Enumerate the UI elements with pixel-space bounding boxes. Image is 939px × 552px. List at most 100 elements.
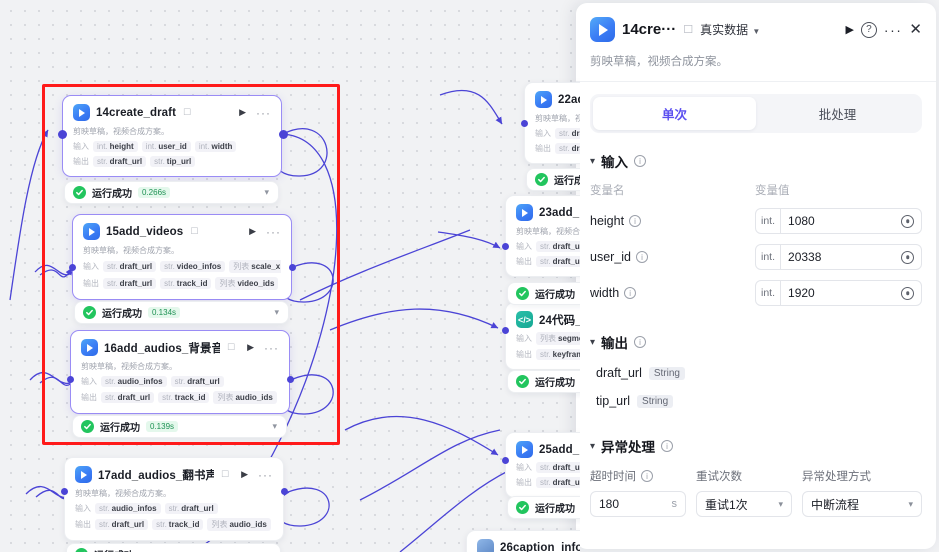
output-type: String: [637, 394, 674, 408]
node-status-14[interactable]: 运行成功 0.266s ▾: [64, 181, 279, 204]
info-icon[interactable]: i: [634, 336, 647, 348]
node-output-port[interactable]: [287, 376, 294, 383]
inputs-label: 输入: [75, 504, 91, 513]
node-23add_images[interactable]: 23add_im 剪映草稿，视频合成方 输入 str.draft_url 输出 …: [505, 195, 580, 277]
node-17add_audios-page-turn[interactable]: 17add_audios_翻书声 ☐ ▶ ··· 剪映草稿，视频合成方案。 输入…: [64, 457, 284, 541]
chevron-down-icon[interactable]: ▾: [590, 440, 596, 452]
node-status-16[interactable]: 运行成功 0.139s ▾: [72, 415, 287, 438]
timeout-value[interactable]: 180: [599, 497, 620, 511]
node-output-port[interactable]: [289, 264, 296, 271]
type-tag: int.: [756, 281, 782, 305]
workflow-canvas[interactable]: 14create_draft ☐ ▶ ··· 剪映草稿，视频合成方案。 输入 i…: [0, 0, 580, 552]
input-section-header[interactable]: ▾ 输入 i: [590, 151, 922, 171]
timeout-field-group: 超时时间 i 180 s: [590, 468, 686, 517]
node-input-port[interactable]: [502, 327, 509, 334]
node-outputs-row: 输出 str.dra: [535, 143, 580, 154]
node-input-port[interactable]: [69, 264, 76, 271]
run-icon[interactable]: ▶: [845, 24, 854, 36]
node-play-icon: [73, 104, 90, 121]
node-play-icon: [81, 339, 98, 356]
node-title: 14create_draft: [96, 106, 177, 119]
node-26caption_infos[interactable]: 26caption_infos: [466, 530, 580, 552]
node-input-port[interactable]: [502, 457, 509, 464]
chip-input: str.audio_infos: [101, 376, 167, 387]
chevron-down-icon[interactable]: ▾: [590, 336, 596, 348]
info-icon[interactable]: i: [634, 155, 647, 167]
node-description: 剪映草稿，视频合成方案。: [75, 489, 171, 498]
variable-value-field[interactable]: int. 1080: [755, 208, 922, 234]
tab-batch-run[interactable]: 批处理: [818, 108, 857, 122]
node-run-icon[interactable]: ▶: [247, 342, 254, 352]
handler-field-group: 异常处理方式 中断流程 ▾: [802, 468, 922, 517]
node-status-22[interactable]: 运行成: [526, 168, 580, 191]
inputs-label: 输入: [516, 334, 532, 343]
handler-select[interactable]: 中断流程 ▾: [802, 491, 922, 517]
node-more-icon[interactable]: ···: [266, 224, 281, 239]
node-input-port[interactable]: [502, 243, 509, 250]
variable-value-field[interactable]: int. 20338: [755, 244, 922, 270]
timeout-input[interactable]: 180 s: [590, 491, 686, 517]
value-input[interactable]: 1920: [788, 286, 815, 300]
node-more-icon[interactable]: ···: [256, 105, 271, 120]
node-22add[interactable]: 22ad 剪映草稿，视 输入 str.dra 输出 str.dra: [524, 82, 580, 164]
help-icon[interactable]: ?: [860, 21, 877, 38]
exception-section-header[interactable]: ▾ 异常处理 i: [590, 436, 922, 456]
output-section-header[interactable]: ▾ 输出 i: [590, 332, 922, 352]
info-icon[interactable]: i: [661, 440, 674, 452]
node-input-port[interactable]: [61, 488, 68, 495]
retry-select[interactable]: 重试1次 ▾: [696, 491, 792, 517]
variable-value-field[interactable]: int. 1920: [755, 280, 922, 306]
info-icon[interactable]: i: [641, 470, 653, 482]
node-input-port[interactable]: [521, 120, 528, 127]
success-icon: [516, 287, 529, 300]
variable-picker-icon[interactable]: [901, 250, 914, 264]
node-status-24[interactable]: 运行成功 0: [507, 370, 580, 393]
node-inputs-row: 输入 str.dra: [535, 128, 580, 139]
tab-single-run[interactable]: 单次: [593, 97, 756, 130]
exception-section-title: 异常处理: [601, 440, 656, 455]
more-icon[interactable]: ···: [883, 21, 903, 38]
outputs-label: 输出: [516, 478, 532, 487]
node-run-icon[interactable]: ▶: [241, 469, 248, 479]
chip-output: str.draft_url: [101, 392, 155, 403]
node-24code[interactable]: </> 24代码_关 输入 列表segment_i 输出 str.keyfram…: [505, 302, 580, 370]
node-output-port[interactable]: [279, 130, 288, 139]
value-input[interactable]: 20338: [788, 250, 822, 264]
node-status-25[interactable]: 运行成功 0: [507, 496, 580, 519]
value-input[interactable]: 1080: [788, 214, 815, 228]
node-input-port[interactable]: [67, 376, 74, 383]
close-icon[interactable]: ✕: [909, 21, 922, 38]
node-16add_audios-background-music[interactable]: 16add_audios_背景音乐 ☐ ▶ ··· 剪映草稿，视频合成方案。 输…: [70, 330, 290, 414]
chip-output: str.tip_url: [150, 156, 196, 167]
node-output-port[interactable]: [281, 488, 288, 495]
chip-input: str.draft_url: [103, 261, 157, 272]
variable-name: user_id i: [590, 250, 755, 264]
node-more-icon[interactable]: ···: [264, 340, 279, 355]
node-more-icon[interactable]: ···: [258, 467, 273, 482]
node-run-icon[interactable]: ▶: [239, 107, 246, 117]
node-status-17[interactable]: 运行成功: [66, 543, 281, 552]
chevron-down-icon[interactable]: ▾: [264, 187, 269, 197]
info-icon[interactable]: i: [629, 215, 642, 227]
chevron-down-icon[interactable]: ▾: [272, 421, 277, 431]
node-run-icon[interactable]: ▶: [249, 226, 256, 236]
variable-picker-icon[interactable]: [901, 214, 914, 228]
node-header: 16add_audios_背景音乐 ☐ ▶ ···: [81, 339, 279, 356]
bookmark-icon[interactable]: ☐: [683, 24, 694, 36]
node-inputs-row: 输入 str.draft_url: [516, 462, 580, 473]
variable-picker-icon[interactable]: [901, 286, 914, 300]
node-input-port[interactable]: [58, 130, 67, 139]
node-status-15[interactable]: 运行成功 0.134s ▾: [74, 301, 289, 324]
node-status-23[interactable]: 运行成功 0: [507, 282, 580, 305]
chevron-down-icon[interactable]: ▾: [274, 307, 279, 317]
info-icon[interactable]: i: [636, 251, 648, 263]
info-icon[interactable]: i: [624, 287, 637, 299]
node-25add_keyframes[interactable]: 25add_key 输入 str.draft_url 输出 str.draft_…: [505, 432, 580, 498]
data-mode-dropdown[interactable]: 真实数据 ▼: [700, 21, 760, 38]
node-15add_videos[interactable]: 15add_videos ☐ ▶ ··· 剪映草稿，视频合成方案。 输入 str…: [72, 214, 292, 300]
chevron-down-icon[interactable]: ▾: [590, 155, 596, 167]
node-14create_draft[interactable]: 14create_draft ☐ ▶ ··· 剪映草稿，视频合成方案。 输入 i…: [62, 95, 282, 177]
node-header: 14create_draft ☐ ▶ ···: [73, 104, 271, 121]
